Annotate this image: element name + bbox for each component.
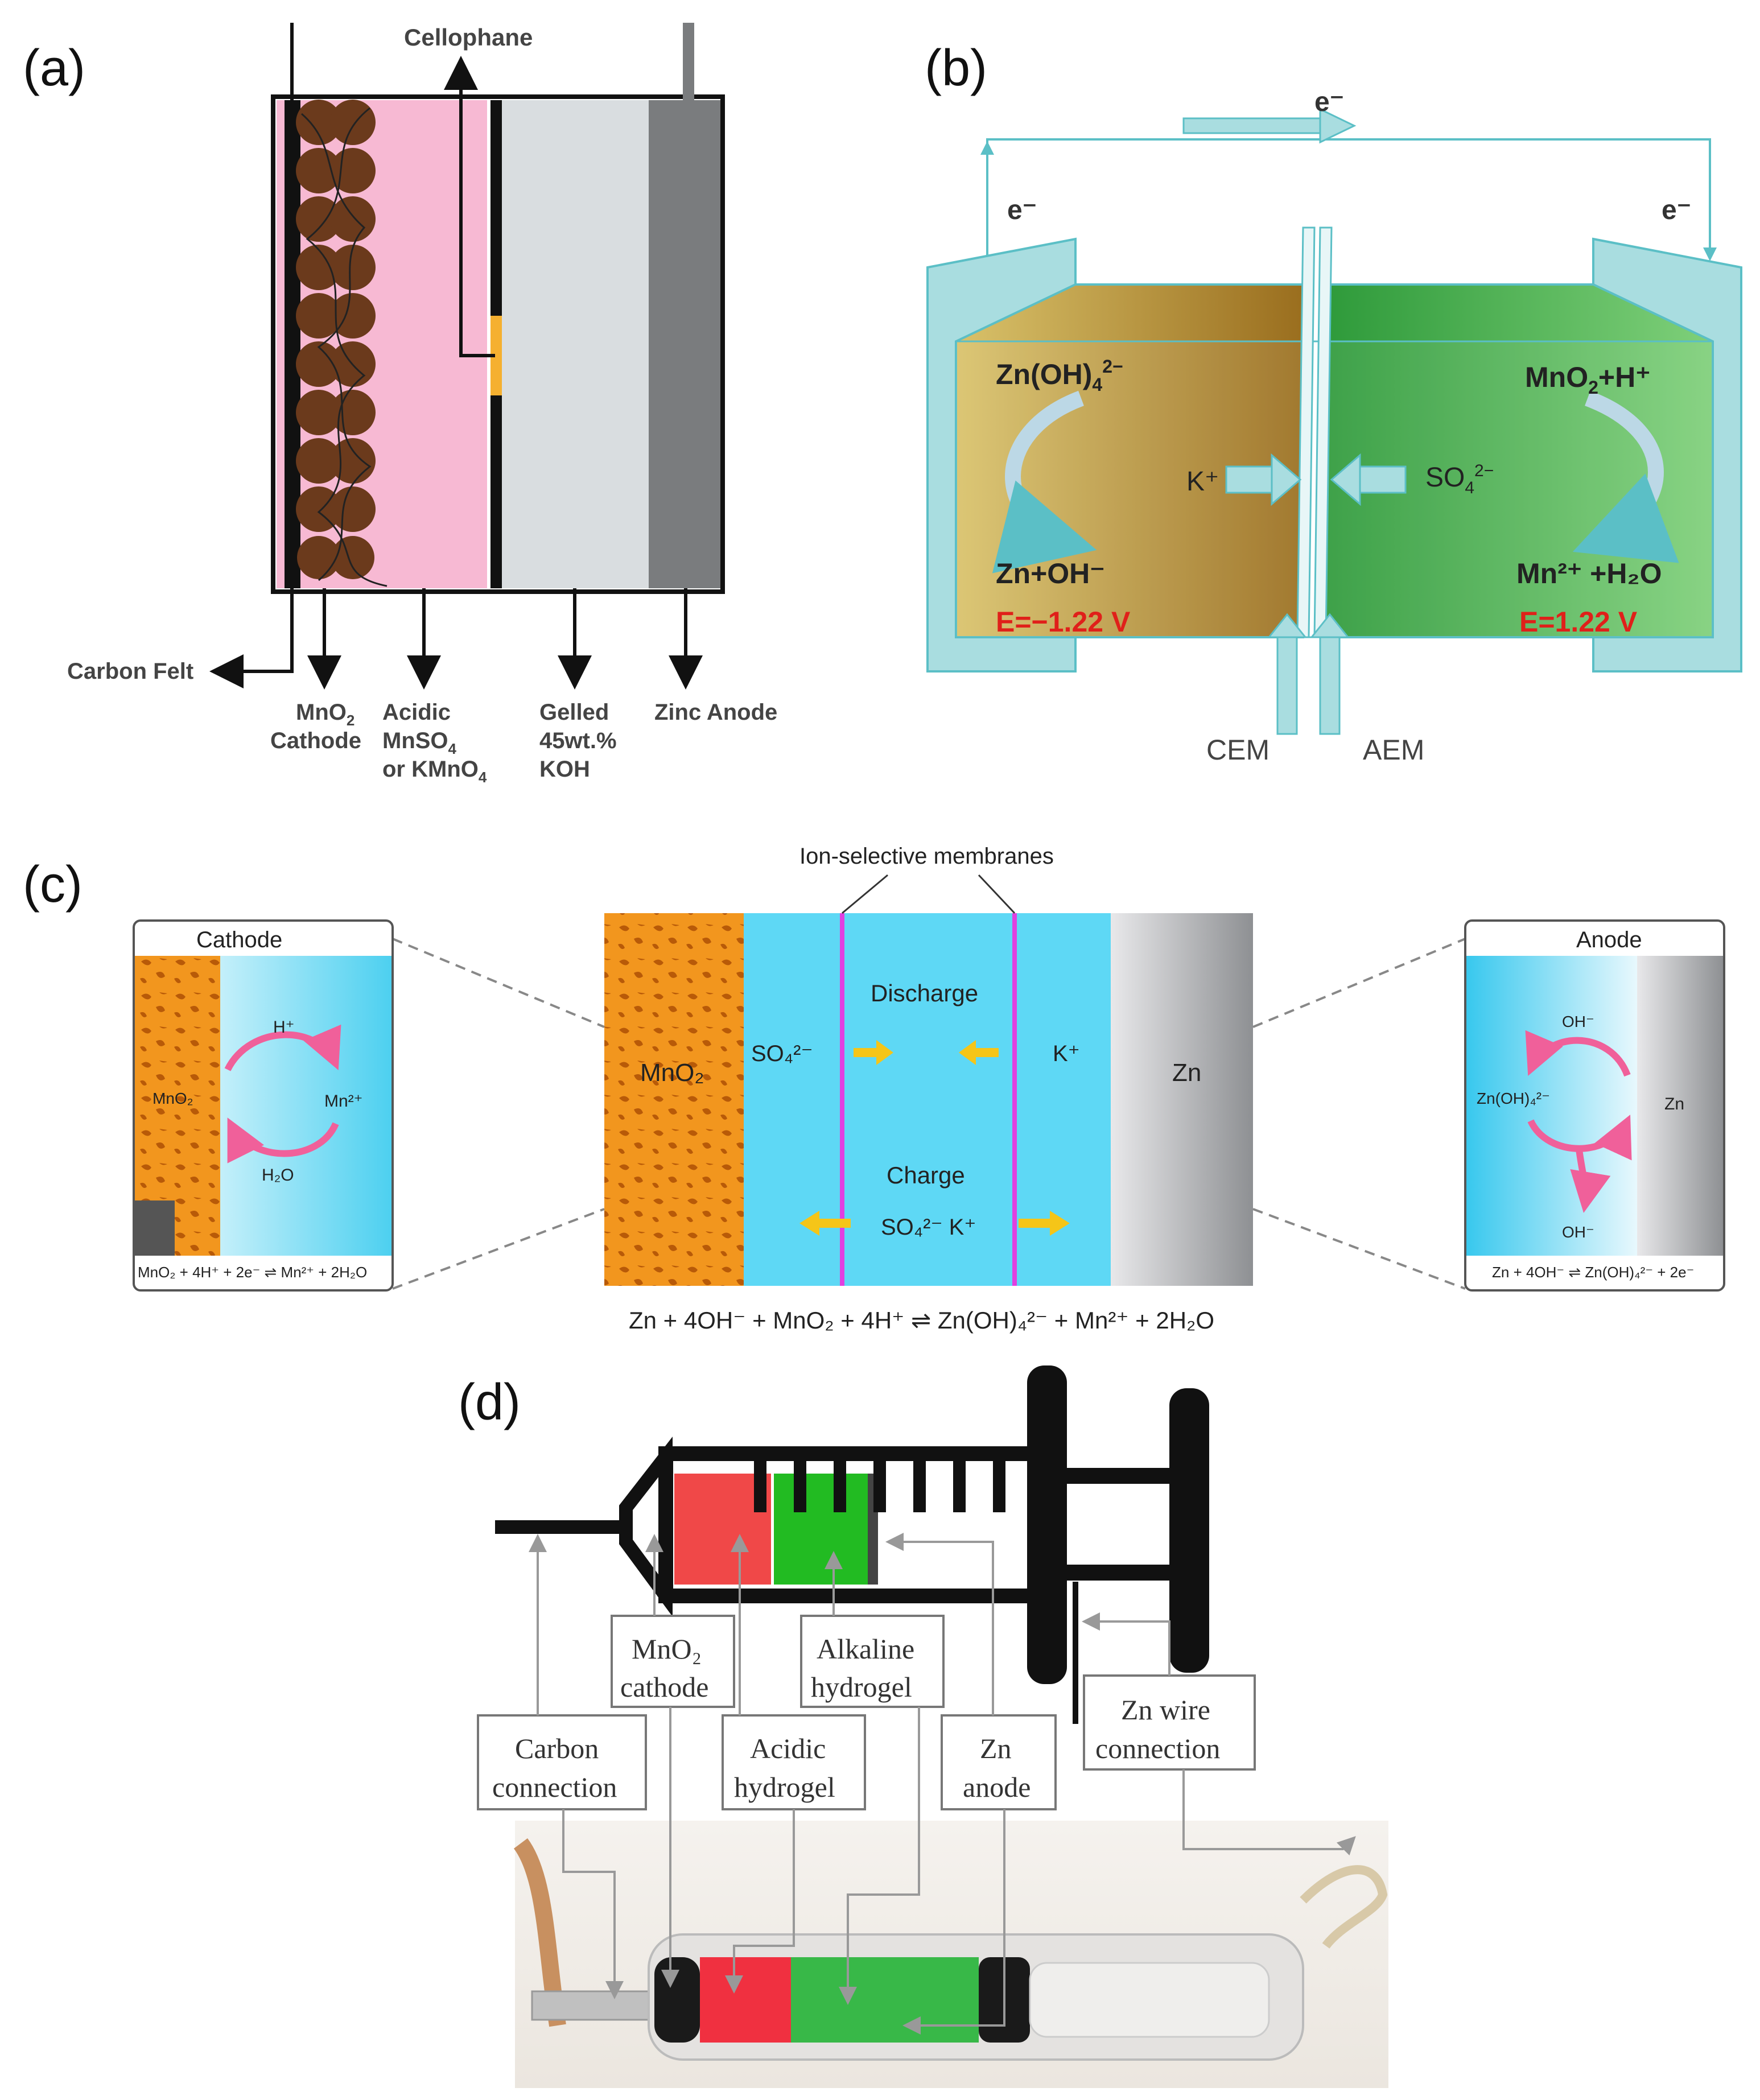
finger-flange bbox=[1027, 1365, 1067, 1684]
anode-oh1: OH⁻ bbox=[1562, 1013, 1594, 1030]
alkaline-hydrogel-box bbox=[800, 1615, 945, 1708]
alkaline-gel-green bbox=[774, 1474, 868, 1585]
gelled-label-3: KOH bbox=[539, 757, 590, 782]
gelled-label-2: 45wt.% bbox=[539, 728, 617, 753]
mno2-electrode-label: MnO₂ bbox=[640, 1059, 704, 1087]
panel-c-letter: (c) bbox=[23, 856, 83, 913]
carbon-felt-label: Carbon Felt bbox=[67, 659, 193, 684]
overall-equation: Zn + 4OH⁻ + MnO₂ + 4H⁺ ⇌ Zn(OH)₄²⁻ + Mn²… bbox=[629, 1307, 1214, 1334]
acid-label-2: hydrogel bbox=[734, 1771, 835, 1803]
cellophane-label: Cellophane bbox=[404, 24, 533, 51]
membrane-right bbox=[1012, 913, 1017, 1286]
anode-zn-label: Zn bbox=[1664, 1095, 1684, 1113]
k-discharge: K⁺ bbox=[1053, 1041, 1080, 1066]
plunger-rod-bottom bbox=[1067, 1565, 1181, 1581]
anode-znoh: Zn(OH)₄²⁻ bbox=[1477, 1090, 1550, 1107]
charge-label: Charge bbox=[887, 1162, 965, 1189]
zn-oh4-label: Zn(OH)42− bbox=[996, 356, 1123, 395]
zn-electrode-label: Zn bbox=[1172, 1059, 1201, 1087]
anode-oh2: OH⁻ bbox=[1562, 1223, 1594, 1241]
mno2-electrode bbox=[604, 913, 744, 1286]
syringe-needle bbox=[495, 1520, 626, 1534]
membrane-left bbox=[840, 913, 844, 1286]
so4-discharge: SO₄²⁻ bbox=[751, 1041, 813, 1066]
cathode-equation: MnO₂ + 4H⁺ + 2e⁻ ⇌ Mn²⁺ + 2H₂O bbox=[138, 1264, 367, 1281]
label-boxes bbox=[477, 1615, 1256, 1810]
cathode-mno2: MnO₂ bbox=[152, 1090, 193, 1107]
carbon-label-2: connection bbox=[492, 1771, 617, 1803]
electron-top: e⁻ bbox=[1314, 87, 1344, 117]
zn-electrode bbox=[1111, 913, 1253, 1286]
panel-d-letter: (d) bbox=[458, 1374, 521, 1431]
cem-label: CEM bbox=[1206, 734, 1269, 766]
zn-oh-label: Zn+OH⁻ bbox=[996, 558, 1105, 589]
zinc-anode-region bbox=[649, 100, 720, 588]
mno2-label-1: MnO₂ bbox=[632, 1633, 702, 1665]
anode-zn bbox=[1637, 956, 1723, 1256]
acidic-label-3: or KMnO4 bbox=[382, 757, 487, 786]
zn-label-1: Zn bbox=[980, 1732, 1012, 1764]
mno2-cathode-box bbox=[611, 1615, 735, 1708]
zn-anode-box bbox=[941, 1714, 1057, 1810]
cathode-h: H⁺ bbox=[273, 1018, 295, 1037]
photo-red-gel bbox=[700, 1957, 791, 2043]
znw-label-1: Zn wire bbox=[1121, 1694, 1210, 1726]
pointer-lines bbox=[529, 1533, 1356, 2035]
cathode-particles bbox=[296, 100, 388, 587]
electron-left: e⁻ bbox=[1007, 195, 1037, 225]
acid-label-1: Acidic bbox=[750, 1732, 826, 1764]
mno2-label-2: cathode bbox=[620, 1671, 708, 1703]
photo-zn-wire bbox=[1300, 1865, 1388, 1949]
cellophane-window bbox=[491, 316, 502, 395]
mno2-cathode-label-1: MnO2 bbox=[296, 700, 355, 729]
carbon-connection-box bbox=[477, 1714, 647, 1810]
mno2-h-label: MnO2+H⁺ bbox=[1525, 361, 1651, 398]
alk-label-2: hydrogel bbox=[811, 1671, 912, 1703]
aem-label: AEM bbox=[1363, 734, 1424, 766]
membranes-label: Ion-selective membranes bbox=[799, 844, 1054, 869]
cathode-title: Cathode bbox=[196, 927, 282, 952]
acidic-label-1: Acidic bbox=[382, 700, 451, 725]
znw-label-2: connection bbox=[1095, 1732, 1220, 1764]
photo-tip bbox=[531, 1990, 664, 2021]
barrel-ticks bbox=[754, 1461, 1005, 1512]
cem-membrane bbox=[1296, 226, 1316, 638]
photo-green-gel bbox=[791, 1957, 979, 2043]
panel-c: (c) Ion-selective membranes Discharge Ch… bbox=[23, 844, 1725, 1334]
electron-right: e⁻ bbox=[1662, 195, 1691, 225]
mn-h2o-label: Mn²⁺ +H₂O bbox=[1516, 558, 1662, 589]
so4-label: SO42− bbox=[1425, 461, 1494, 497]
zn-label-2: anode bbox=[963, 1771, 1031, 1803]
acidic-label-2: MnSO4 bbox=[382, 728, 457, 757]
anode-title: Anode bbox=[1576, 927, 1642, 952]
k-plus-label: K⁺ bbox=[1186, 467, 1219, 497]
panel-a: (a) Cellophane Car bbox=[23, 23, 777, 786]
carbon-label-1: Carbon bbox=[515, 1732, 599, 1764]
e-pos-label: E=1.22 V bbox=[1519, 606, 1638, 638]
panel-b: (b) e⁻ e⁻ e⁻ CEM AEM K⁺ SO42− Zn( bbox=[925, 40, 1742, 766]
anode-equation: Zn + 4OH⁻ ⇌ Zn(OH)₄²⁻ + 2e⁻ bbox=[1492, 1264, 1694, 1281]
plunger-thumb bbox=[1169, 1388, 1209, 1673]
so4k-charge: SO₄²⁻ K⁺ bbox=[881, 1215, 976, 1240]
panel-b-letter: (b) bbox=[925, 40, 987, 97]
e-neg-label: E=−1.22 V bbox=[996, 606, 1131, 638]
zinc-anode-label: Zinc Anode bbox=[654, 700, 777, 725]
alk-label-1: Alkaline bbox=[817, 1633, 914, 1665]
discharge-label: Discharge bbox=[871, 980, 978, 1006]
cathode-sem-image bbox=[135, 1200, 175, 1256]
panel-a-letter: (a) bbox=[23, 40, 85, 97]
gel-region bbox=[501, 100, 649, 588]
gelled-label-1: Gelled bbox=[539, 700, 609, 725]
cathode-mn: Mn²⁺ bbox=[324, 1092, 363, 1111]
mno2-cathode-label-2: Cathode bbox=[270, 728, 361, 753]
panel-d: (d) MnO₂ cathode Alkaline hyd bbox=[458, 1365, 1388, 2088]
cathode-h2o: H₂O bbox=[262, 1166, 294, 1185]
plunger-rod-top bbox=[1067, 1468, 1181, 1484]
